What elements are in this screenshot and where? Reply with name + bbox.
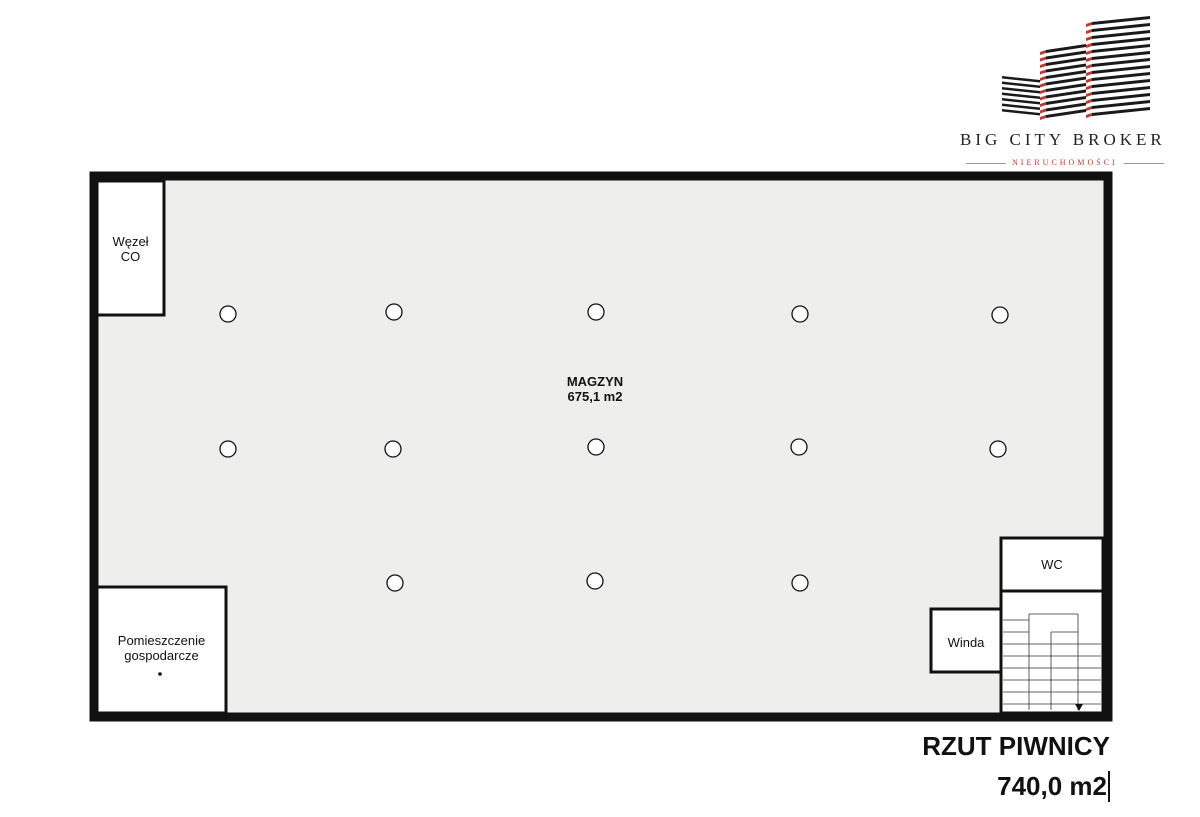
column-icon [384, 440, 402, 458]
logo-building-stripe [1040, 108, 1046, 114]
column-icon [586, 572, 604, 590]
logo-building-stripe [1092, 23, 1150, 32]
logo-building-stripe [1092, 72, 1150, 81]
label-magazyn: MAGZYN 675,1 m2 [520, 374, 670, 404]
room-wezel-co [95, 179, 166, 317]
label-wezel-line2: CO [120, 249, 141, 264]
column-icon [386, 574, 404, 592]
logo-building-stripe [1086, 43, 1092, 48]
column-icon [219, 440, 237, 458]
logo-building-stripe [1046, 89, 1086, 99]
logo-building-stripe [1002, 98, 1040, 105]
logo-building-stripe [1092, 58, 1150, 67]
logo-building-stripe [1046, 109, 1086, 118]
logo-building-stripe [1046, 70, 1086, 79]
label-winda: Winda [947, 635, 985, 650]
logo-building-stripe [1002, 103, 1040, 110]
column-icon [791, 305, 809, 323]
label-wezel-line1: Węzeł [112, 234, 149, 249]
logo-building-stripe [1040, 63, 1046, 68]
logo-subtitle: NIERUCHOMOŚCI [960, 158, 1160, 167]
logo-building-stripe [1086, 92, 1092, 97]
column-icon [790, 438, 808, 456]
logo-building-stripe [1092, 37, 1150, 46]
logo-building-stripe [1092, 16, 1150, 25]
staircase-steps [1003, 613, 1101, 710]
door-marker [158, 672, 162, 676]
logo-building-stripe [1040, 115, 1046, 120]
label-pomieszczenie-line2: gospodarcze [124, 648, 199, 663]
logo-building-stripe [1002, 81, 1040, 88]
logo-building-stripe [1092, 51, 1150, 60]
column-icon [219, 305, 237, 323]
logo-building-stripe [1040, 102, 1046, 107]
column-icon [989, 440, 1007, 458]
logo-building-stripe [1092, 93, 1150, 102]
logo-building-stripe [1092, 100, 1150, 109]
logo-building-stripe [1040, 56, 1046, 62]
logo-building-stripe [1086, 50, 1092, 55]
logo-building-stripe [1086, 106, 1092, 111]
logo-building-stripe [1002, 92, 1040, 99]
logo-building-stripe [1046, 57, 1086, 66]
plan-total-area: 740,0 m2 [997, 771, 1110, 802]
logo-building-stripe [1086, 78, 1092, 83]
logo-building-stripe [1040, 50, 1046, 55]
logo-building-stripe [1002, 109, 1040, 116]
logo-building-stripe [1040, 95, 1046, 101]
room-wc [999, 536, 1105, 593]
label-wezel: Węzeł CO [104, 234, 157, 264]
logo-building-stripe [1040, 69, 1046, 75]
company-logo: BIG CITY BROKER NIERUCHOMOŚCI [960, 10, 1166, 170]
logo-building-stripe [1086, 64, 1092, 69]
column-icon [587, 438, 605, 456]
column-icon [791, 574, 809, 592]
logo-building-stripe [1086, 22, 1092, 27]
logo-building-stripe [1046, 50, 1086, 60]
column-icon [991, 306, 1009, 324]
logo-building-stripe [1002, 76, 1040, 83]
logo-building-stripe [1086, 113, 1092, 118]
logo-brand-name: BIG CITY BROKER [960, 130, 1166, 149]
logo-building-stripe [1046, 44, 1086, 53]
staircase [999, 589, 1105, 715]
plan-title: RZUT PIWNICY [922, 731, 1110, 761]
logo-building-stripe [1092, 107, 1150, 116]
logo-building-stripe [1086, 29, 1092, 34]
logo-building-stripe [1092, 65, 1150, 74]
logo-building-stripe [1086, 57, 1092, 62]
logo-building-stripe [1092, 86, 1150, 95]
column-icon [587, 303, 605, 321]
outer-wall [89, 171, 1113, 722]
logo-building-stripe [1046, 102, 1086, 112]
room-pomieszczenie-gospodarcze [95, 585, 228, 715]
logo-building-stripe [1002, 87, 1040, 94]
logo-building-stripe [1040, 89, 1046, 94]
columns [219, 303, 1009, 592]
label-wc: WC [1041, 557, 1063, 572]
column-icon [385, 303, 403, 321]
logo-building-stripe [1046, 63, 1086, 73]
logo-building-stripe [1040, 76, 1046, 81]
label-magazyn-area: 675,1 m2 [567, 389, 623, 404]
logo-building-stripe [1046, 96, 1086, 105]
logo-building-stripe [1086, 71, 1092, 76]
room-winda [929, 607, 1003, 674]
logo-building-stripe [1092, 44, 1150, 53]
buildings-logo-icon [1002, 16, 1150, 120]
logo-building-stripe [1092, 30, 1150, 39]
logo-building-stripe [1086, 85, 1092, 90]
logo-building-stripe [1046, 83, 1086, 92]
logo-building-stripe [1046, 76, 1086, 86]
label-magazyn-name: MAGZYN [566, 374, 624, 389]
label-pomieszczenie: Pomieszczenie gospodarcze [100, 633, 223, 663]
label-pomieszczenie-line1: Pomieszczenie [117, 633, 206, 648]
logo-building-stripe [1086, 99, 1092, 104]
logo-building-stripe [1040, 82, 1046, 88]
logo-building-stripe [1086, 36, 1092, 41]
stair-direction-arrow-icon [1075, 704, 1083, 711]
logo-building-stripe [1092, 79, 1150, 88]
